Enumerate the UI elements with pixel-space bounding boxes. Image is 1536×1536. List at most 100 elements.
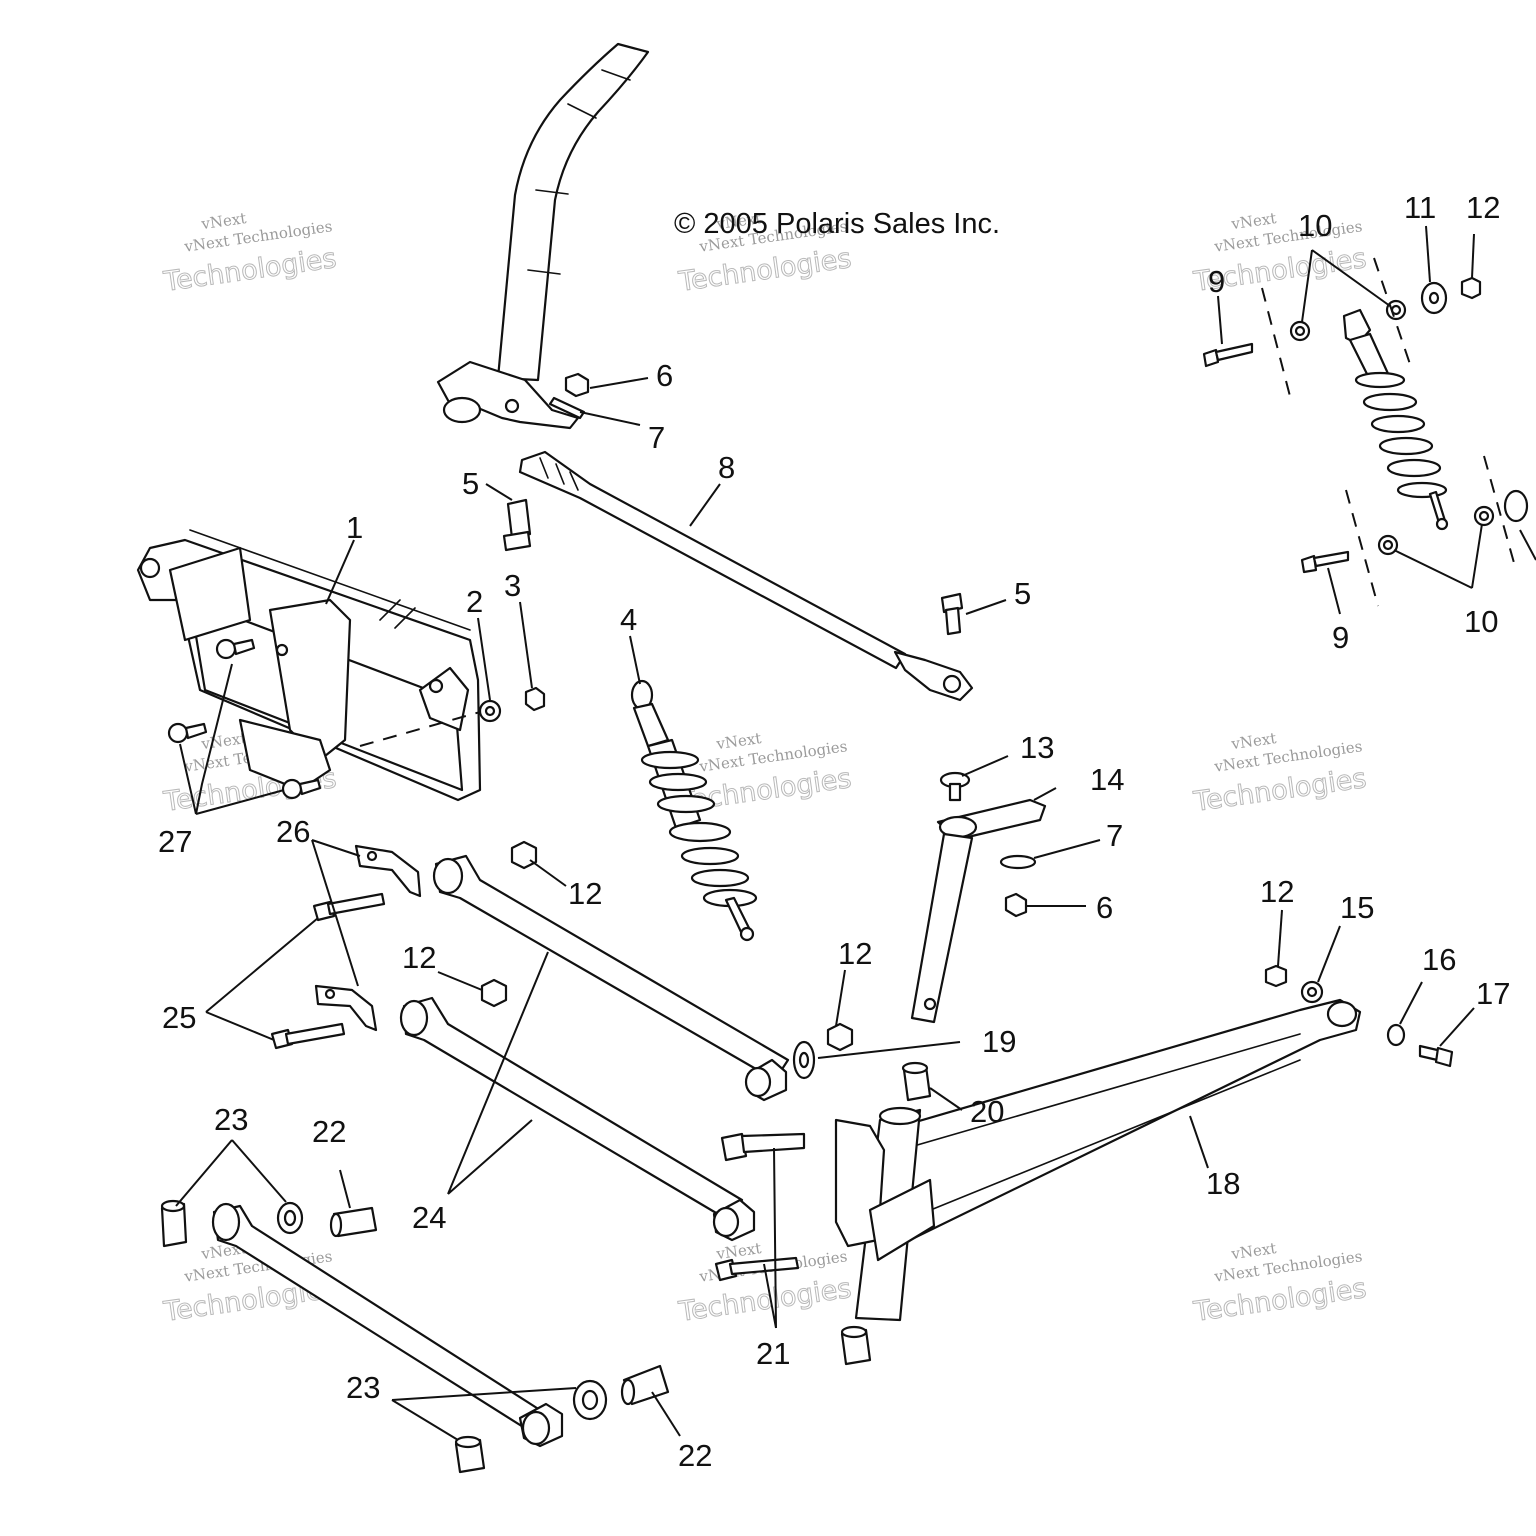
bushing-23-upper-left: [160, 1199, 188, 1248]
nut-6-right: [1004, 892, 1028, 918]
callout-22-upper: 22: [312, 1114, 346, 1149]
washer-7-right: [999, 854, 1037, 870]
callout-9-lower: 9: [1332, 620, 1349, 655]
copyright-notice: © 2005 Polaris Sales Inc.: [674, 208, 1000, 240]
washer-11: [1420, 281, 1448, 315]
shock-absorber-right: [1342, 308, 1449, 531]
watermark-top-left: vNext vNext Technologies Technologies: [161, 209, 339, 298]
callout-27: 27: [158, 824, 192, 859]
radius-rod: [211, 1202, 564, 1448]
callout-10-upper: 10: [1298, 208, 1332, 243]
callout-3: 3: [504, 568, 521, 603]
bolt-25-upper: [312, 892, 386, 922]
bushing-23-lower-right: [572, 1379, 608, 1421]
nut-6-top: [564, 372, 590, 398]
control-arm-upper: [432, 854, 790, 1102]
watermark-mid-right: vNext vNext Technologies Technologies: [1191, 729, 1369, 818]
callout-1: 1: [346, 510, 363, 545]
bushing-10-d: [1473, 505, 1495, 527]
shock-absorber-center: [630, 679, 758, 942]
callout-22-lower: 22: [678, 1438, 712, 1473]
nut-12-middle: [480, 978, 508, 1008]
callout-12-center: 12: [568, 876, 602, 911]
watermark-bottom-right: vNext vNext Technologies Technologies: [1191, 1239, 1369, 1328]
callout-13: 13: [1020, 730, 1054, 765]
screw-27-b: [167, 722, 208, 744]
sleeve-22-lower: [620, 1364, 670, 1406]
mount-axis-line: [359, 711, 481, 747]
watermark-bottom-center: vNext vNext Technologies Technologies: [676, 1239, 854, 1328]
a-frame-lower-bushing: [840, 1325, 872, 1366]
callout-12-middle: 12: [402, 940, 436, 975]
callout-5-upper: 5: [462, 466, 479, 501]
bracket-26-upper: [354, 844, 422, 898]
callout-26: 26: [276, 814, 310, 849]
bushing-23-lower-left: [454, 1435, 486, 1474]
steering-post: [436, 42, 650, 430]
bolt-13: [939, 771, 971, 802]
bushing-23-upper-right: [276, 1201, 304, 1235]
callout-23-lower: 23: [346, 1370, 380, 1405]
bushing-10-c: [1377, 534, 1399, 556]
bolt-9-upper: [1202, 342, 1254, 368]
callout-5-right: 5: [1014, 576, 1031, 611]
nut-12-upper-center: [510, 840, 538, 870]
sleeve-22-upper: [329, 1206, 378, 1238]
callout-labels: 1 2 3 4 5 5 6 6 7 7 8 9 9 10 10 11 12 12…: [158, 190, 1510, 1473]
callout-17: 17: [1476, 976, 1510, 1011]
callout-12-top-right: 12: [1466, 190, 1500, 225]
nut-12-lower: [826, 1022, 854, 1052]
callout-18: 18: [1206, 1166, 1240, 1201]
bolt-17: [1418, 1044, 1454, 1068]
callout-14: 14: [1090, 762, 1124, 797]
leader-lines: [175, 225, 1483, 1441]
screw-27-c: [281, 778, 322, 800]
callout-25: 25: [162, 1000, 196, 1035]
callout-24: 24: [412, 1200, 446, 1235]
callout-7-upper: 7: [648, 420, 665, 455]
callout-6-upper: 6: [656, 358, 673, 393]
callout-6-right: 6: [1096, 890, 1113, 925]
callout-15: 15: [1340, 890, 1374, 925]
bolt-9-lower: [1300, 550, 1350, 574]
bracket-26-lower: [314, 984, 378, 1032]
callout-20: 20: [970, 1094, 1004, 1129]
bolt-5-upper: [502, 498, 532, 552]
shock-axis-dashes: [1261, 257, 1536, 607]
bushing-10-b: [1385, 299, 1407, 321]
callout-8: 8: [718, 450, 735, 485]
bushing-20: [901, 1061, 932, 1102]
washer-16: [1386, 1023, 1406, 1047]
a-frame: [834, 998, 1362, 1322]
callout-16: 16: [1422, 942, 1456, 977]
callout-2: 2: [466, 584, 483, 619]
screw-27-a: [215, 638, 256, 660]
control-arm-lower: [399, 996, 756, 1242]
bushing-10-a: [1289, 320, 1311, 342]
nut-12-top-right: [1460, 276, 1482, 300]
callout-12-right: 12: [1260, 874, 1294, 909]
washer-right-edge: [1503, 489, 1529, 523]
callout-10-lower: 10: [1464, 604, 1498, 639]
tie-rod: [518, 450, 974, 702]
callout-7-right: 7: [1106, 818, 1123, 853]
bolt-25-lower: [270, 1022, 346, 1050]
nut-12-right: [1264, 964, 1288, 988]
callout-23-upper: 23: [214, 1102, 248, 1137]
frame-bracket: [136, 529, 482, 802]
callout-19: 19: [982, 1024, 1016, 1059]
spindle-arm: [910, 798, 1047, 1024]
callout-4: 4: [620, 602, 637, 637]
washer-19: [792, 1040, 816, 1080]
bolt-21-upper: [720, 1132, 806, 1162]
bushing-15: [1300, 980, 1324, 1004]
bolt-5-right: [940, 592, 964, 636]
callout-12-lower: 12: [838, 936, 872, 971]
washer-7-top: [548, 396, 586, 420]
callout-21: 21: [756, 1336, 790, 1371]
bushing-2: [478, 699, 502, 723]
callout-9-upper: 9: [1208, 264, 1225, 299]
nut-3: [524, 686, 546, 712]
callout-11: 11: [1404, 190, 1436, 225]
